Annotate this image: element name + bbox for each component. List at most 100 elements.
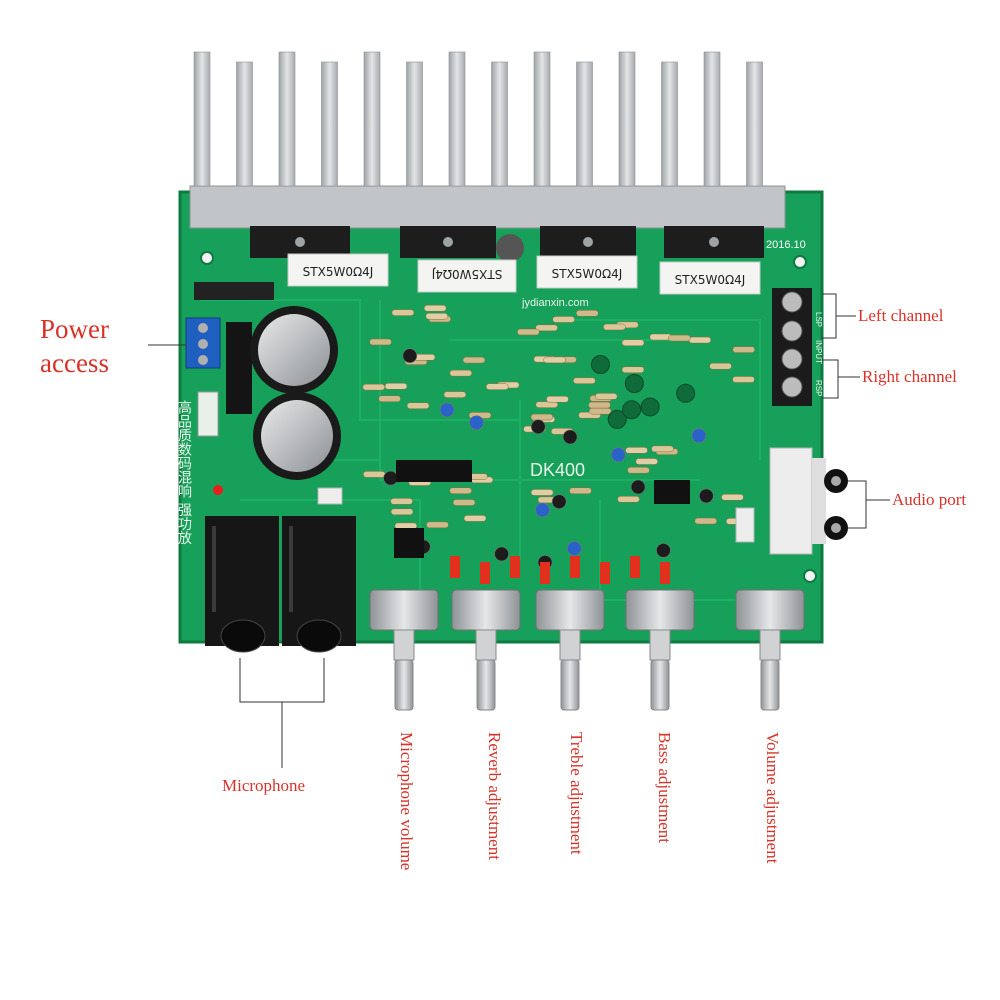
capacitor	[494, 546, 509, 562]
potentiometers	[369, 589, 805, 711]
film-capacitor	[570, 556, 580, 578]
resistor	[552, 316, 575, 323]
potentiometer-shaft[interactable]	[560, 659, 580, 711]
resistor	[485, 383, 509, 390]
heatsink-fin	[703, 51, 721, 187]
film-capacitor	[480, 562, 490, 584]
microphone-volume-label: Microphone volume	[397, 732, 416, 871]
film-capacitor	[540, 562, 550, 584]
resistor	[621, 366, 645, 374]
resistor	[517, 328, 540, 336]
capacitor	[567, 541, 582, 556]
callout-lines	[148, 293, 890, 768]
potentiometer-collar	[649, 629, 671, 661]
resistor	[594, 393, 618, 400]
heatsink-fin	[661, 61, 678, 187]
film-capacitor	[600, 562, 610, 584]
left-channel-label: Left channel	[858, 306, 944, 325]
resistor	[406, 402, 430, 409]
audio-port-label: Audio port	[892, 490, 967, 509]
capacitor	[402, 348, 418, 364]
resistor	[449, 369, 473, 377]
potentiometer-body	[451, 589, 521, 631]
film-capacitor	[450, 556, 460, 578]
potentiometer-body	[369, 589, 439, 631]
board-side-text: 高品质数码混响 强功放	[176, 399, 192, 545]
resistor	[588, 401, 611, 409]
microphone-label: Microphone	[222, 776, 306, 795]
small-components	[362, 304, 755, 584]
heatsink-fin	[448, 51, 466, 187]
resistor	[452, 499, 476, 506]
ceramic-capacitor	[624, 373, 644, 393]
ceramic-capacitor	[676, 383, 696, 403]
resistor-marking-3: STX5W0Ω4J	[552, 267, 623, 281]
potentiometer-collar	[475, 629, 497, 661]
resistor	[390, 508, 414, 516]
resistor	[688, 336, 712, 344]
resistor	[546, 395, 569, 403]
resistor	[530, 413, 554, 421]
resistor	[462, 356, 486, 364]
resistor	[576, 310, 599, 317]
resistor	[390, 498, 413, 505]
resistor	[709, 362, 732, 370]
capacitor	[383, 470, 398, 486]
capacitor	[530, 419, 546, 435]
resistor	[617, 496, 640, 503]
ceramic-capacitor	[590, 355, 610, 375]
resistor	[625, 447, 648, 454]
resistor	[443, 391, 467, 398]
resistor	[732, 376, 755, 383]
volume-adjustment-label: Volume adjustment	[763, 732, 782, 864]
power-label-line2: access	[40, 348, 109, 378]
heatsink-fin	[193, 51, 211, 187]
resistor-marking-4: STX5W0Ω4J	[675, 273, 746, 287]
resistor	[569, 487, 592, 495]
resistor	[384, 382, 408, 390]
film-capacitor	[510, 556, 520, 578]
potentiometer-collar	[393, 629, 415, 661]
capacitor	[699, 488, 714, 504]
capacitor	[611, 447, 626, 463]
potentiometer-shaft[interactable]	[650, 659, 670, 711]
right-channel-label: Right channel	[862, 367, 957, 386]
resistor	[426, 521, 449, 529]
resistor	[732, 346, 755, 353]
terminal-label-input: INPUT	[814, 340, 823, 364]
ceramic-capacitor	[607, 409, 627, 429]
treble-adjustment-label: Treble adjustment	[567, 732, 586, 855]
ceramic-capacitor	[640, 397, 660, 417]
board-model: DK400	[530, 460, 585, 480]
resistor	[668, 334, 691, 342]
heatsink-fin	[491, 61, 508, 187]
speaker-terminals: LSP INPUT RSP	[772, 288, 823, 406]
heatsink-fin	[576, 61, 593, 187]
terminal-label-rsp: RSP	[814, 380, 823, 396]
heatsink	[189, 51, 786, 229]
power-transistors: 2016.10	[250, 226, 806, 262]
heatsink-fin	[746, 61, 763, 187]
resistor	[530, 489, 554, 496]
potentiometer-shaft[interactable]	[394, 659, 414, 711]
heatsink-fin	[363, 51, 381, 187]
resistor	[694, 517, 718, 525]
capacitor	[656, 543, 671, 558]
board-website: jydianxin.com	[521, 297, 589, 309]
resistor	[573, 377, 596, 384]
capacitor	[630, 479, 646, 495]
potentiometer-shaft[interactable]	[476, 659, 496, 711]
resistor	[463, 515, 487, 522]
resistor	[721, 494, 744, 501]
potentiometer-collar	[759, 629, 781, 661]
potentiometer-shaft[interactable]	[760, 659, 780, 711]
capacitor	[469, 415, 484, 430]
ic-chips	[394, 460, 690, 558]
resistor	[363, 471, 386, 478]
resistor	[391, 309, 415, 316]
resistor	[627, 466, 650, 474]
capacitor	[551, 494, 567, 509]
rca-audio-ports	[317, 447, 848, 555]
film-capacitor	[660, 562, 670, 584]
film-capacitor	[630, 556, 640, 578]
